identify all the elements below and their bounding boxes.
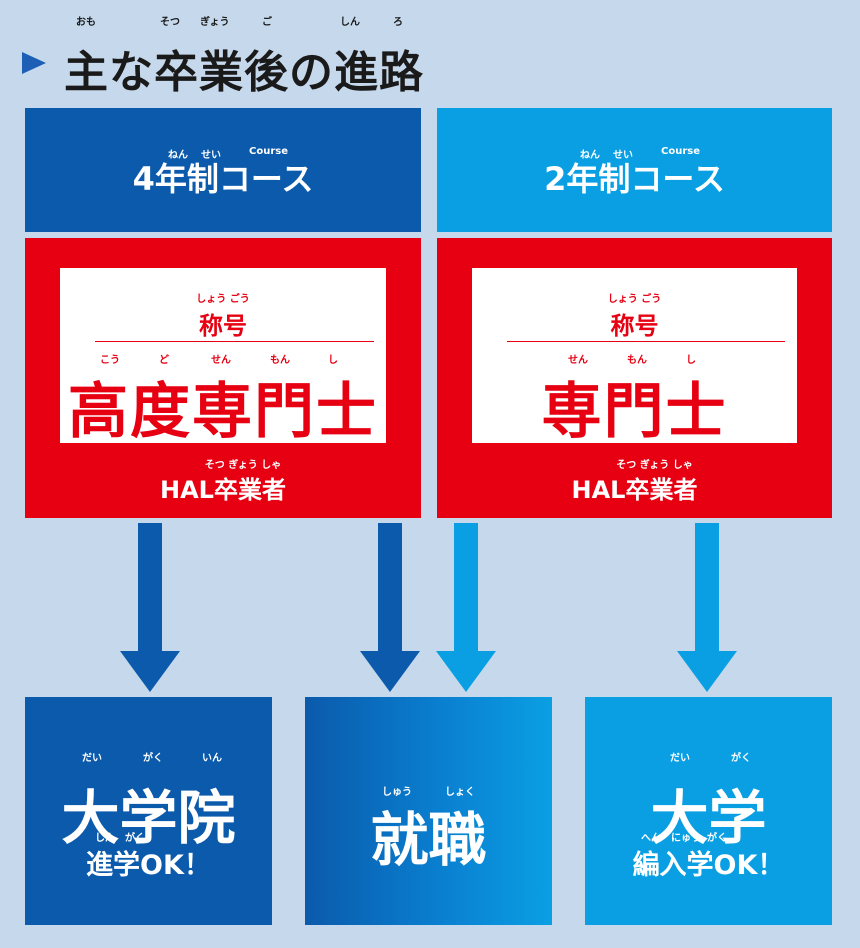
arrow-down-icon — [120, 523, 180, 692]
destination-graduate-school: だい がく いん 大学院 しん がく 進学OK！ — [25, 697, 272, 925]
title-ruby-go: ご — [262, 17, 272, 28]
ruby-course: Course — [249, 146, 288, 157]
arrow-down-icon — [436, 523, 496, 692]
degree-ruby-3: し — [686, 355, 696, 366]
ruby-nen: ねん — [168, 150, 188, 161]
divider — [507, 341, 785, 342]
degree-panel-4year: しょう ごう 称号 こう ど せん もん し 高度専門士 そつ ぎょう しゃ H… — [25, 238, 421, 518]
ruby-nen: ねん — [580, 150, 600, 161]
graduate-ruby: そつ ぎょう しゃ — [616, 460, 693, 471]
graduate-ruby: そつ ぎょう しゃ — [204, 460, 282, 471]
sub-ruby-1: へん — [641, 833, 661, 844]
course-header-4year: ねん せい Course 4年制コース — [25, 108, 421, 232]
ruby-1: だい — [670, 753, 690, 764]
ruby-sei: せい — [613, 150, 633, 161]
degree-card: しょう ごう 称号 こう ど せん もん し 高度専門士 — [60, 268, 386, 447]
play-triangle-icon — [22, 52, 46, 74]
title-ruby: しょう ごう — [607, 294, 662, 305]
destination-employment: しゅう しょく 就職 — [305, 697, 552, 925]
destination-note: 進学OK！ — [86, 850, 211, 881]
title-ruby: しょう ごう — [196, 294, 250, 305]
page-title: 主な卒業後の進路 — [64, 47, 424, 98]
sub-ruby-3: がく — [707, 833, 727, 844]
degree-ruby-1: こう — [100, 355, 120, 366]
title-ruby-gyou: ぎょう — [200, 17, 230, 28]
sub-ruby-2: がく — [125, 833, 145, 844]
title-ruby-ro: ろ — [393, 17, 403, 28]
degree-panel-2year: しょう ごう 称号 せん もん し 専門士 そつ ぎょう しゃ HAL卒業者 — [437, 238, 832, 518]
degree-ruby-3: せん — [211, 355, 231, 366]
degree-ruby-1: せん — [568, 355, 588, 366]
destination-name: 就職 — [370, 806, 487, 874]
ruby-1: しゅう — [382, 787, 412, 798]
divider — [95, 341, 374, 342]
degree-name: 専門士 — [541, 377, 728, 447]
arrow-down-icon — [360, 523, 420, 692]
ruby-sei: せい — [201, 150, 221, 161]
title-ruby-shin: しん — [340, 17, 360, 28]
graduate-label: HAL卒業者 — [571, 476, 698, 504]
ruby-2: がく — [731, 753, 751, 764]
ruby-2: がく — [143, 753, 163, 764]
degree-name: 高度専門士 — [68, 377, 378, 447]
ruby-course: Course — [661, 146, 700, 157]
degree-ruby-5: し — [328, 355, 338, 366]
degree-card: しょう ごう 称号 せん もん し 専門士 — [472, 268, 797, 447]
course-label: 4年制コース — [132, 160, 314, 198]
title-label: 称号 — [610, 312, 659, 340]
graduate-label: HAL卒業者 — [160, 476, 286, 504]
course-header-2year: ねん せい Course 2年制コース — [437, 108, 832, 232]
destination-name: 大学 — [650, 784, 767, 852]
course-label: 2年制コース — [544, 160, 725, 198]
arrow-down-icon — [677, 523, 737, 692]
destination-name: 大学院 — [61, 784, 236, 852]
destination-note: 編入学OK！ — [632, 850, 785, 881]
ruby-2: しょく — [445, 787, 475, 798]
degree-ruby-2: もん — [627, 355, 647, 366]
title-ruby-sotsu: そつ — [160, 17, 180, 28]
degree-ruby-2: ど — [159, 355, 169, 366]
title-label: 称号 — [199, 312, 247, 340]
degree-ruby-4: もん — [270, 355, 290, 366]
sub-ruby-1: しん — [95, 833, 115, 844]
ruby-3: いん — [202, 753, 222, 764]
destination-university: だい がく 大学 へん にゅう がく 編入学OK！ — [585, 697, 832, 925]
ruby-1: だい — [82, 753, 102, 764]
title-ruby-omo: おも — [76, 17, 96, 28]
sub-ruby-2: にゅう — [671, 833, 701, 844]
